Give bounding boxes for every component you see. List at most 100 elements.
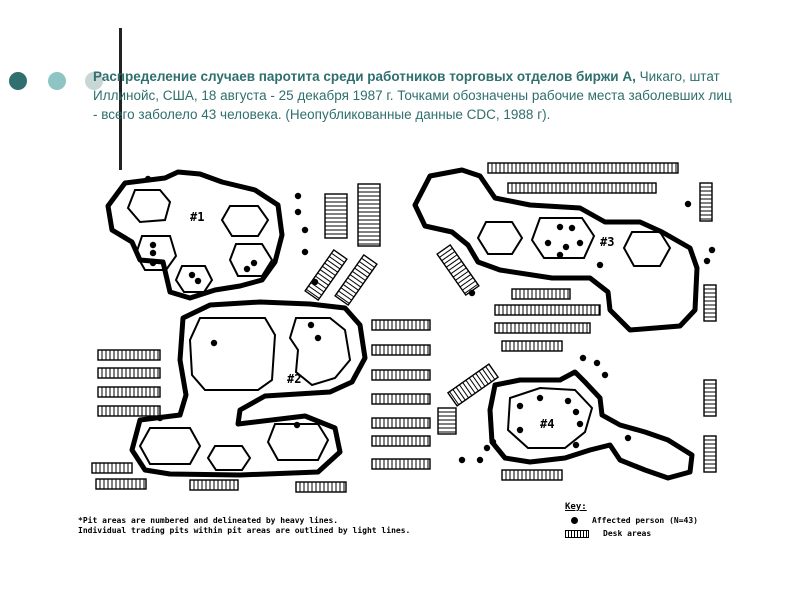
affected-person-dot <box>593 359 601 367</box>
desk-area <box>371 458 431 470</box>
desk-area <box>95 478 147 490</box>
bullet-dot-dark <box>9 72 27 90</box>
affected-person-dot <box>311 278 319 286</box>
affected-person-dot <box>458 456 466 464</box>
desk-area <box>371 435 431 447</box>
affected-person-dot <box>703 257 711 265</box>
vertical-rule <box>119 28 122 170</box>
desk-area-icon <box>565 529 589 538</box>
affected-person-dot <box>568 224 576 232</box>
affected-person-dot <box>596 261 604 269</box>
affected-person-dot <box>579 354 587 362</box>
affected-person-dot <box>556 251 564 259</box>
caption-text: Чикаго, штат Иллинойс, США, 18 августа -… <box>93 69 732 122</box>
map-footnote: *Pit areas are numbered and delineated b… <box>78 516 410 536</box>
affected-person-dot <box>483 444 491 452</box>
bullet-dot-medium <box>48 72 66 90</box>
desk-area <box>371 319 431 331</box>
affected-person-dot <box>562 243 570 251</box>
affected-person-dot <box>576 420 584 428</box>
affected-person-dot <box>468 289 476 297</box>
affected-person-dot <box>576 239 584 247</box>
key-desk-row: Desk areas <box>565 529 651 538</box>
affected-person-dot <box>572 441 580 449</box>
pit-label-3: #3 <box>600 235 614 249</box>
key-affected-row: Affected person (N=43) <box>565 516 698 525</box>
pit-label-1: #1 <box>190 210 204 224</box>
trading-pit <box>138 427 202 465</box>
desk-area <box>371 344 431 356</box>
affected-person-dot <box>301 248 309 256</box>
affected-person-dot <box>194 277 202 285</box>
key-desk-label: Desk areas <box>603 529 652 538</box>
affected-person-dot <box>572 408 580 416</box>
trading-pit <box>220 205 270 237</box>
desk-area <box>507 182 657 194</box>
desk-area <box>494 322 591 334</box>
desk-area <box>97 405 161 417</box>
affected-person-dot <box>243 265 251 273</box>
affected-person-dot <box>188 271 196 279</box>
desk-area <box>436 243 480 297</box>
desk-area <box>97 367 161 379</box>
desk-area <box>97 349 161 361</box>
desk-area <box>501 340 563 352</box>
desk-area <box>357 183 381 247</box>
trading-pit <box>174 265 214 293</box>
pit-area-2-outline <box>129 299 368 478</box>
pit-area-4-outline <box>487 369 695 481</box>
desk-areas <box>91 162 717 493</box>
desk-area <box>334 253 378 307</box>
slide-caption: Распределение случаев паротита среди раб… <box>93 67 733 124</box>
affected-person-dot <box>516 426 524 434</box>
affected-person-dot <box>314 334 322 342</box>
map-footnote-line-2: Individual trading pits within pit areas… <box>78 526 411 535</box>
desk-area <box>446 363 500 407</box>
key-title: Key: <box>565 502 587 512</box>
affected-person-dot <box>536 394 544 402</box>
pit-label-2: #2 <box>287 372 301 386</box>
affected-person-dot <box>210 339 218 347</box>
trading-pit <box>188 317 277 391</box>
desk-area <box>295 481 347 493</box>
affected-person-dot <box>516 402 524 410</box>
caption-bold: Распределение случаев паротита среди раб… <box>93 69 636 84</box>
desk-area <box>371 417 431 429</box>
trading-pit <box>134 235 178 271</box>
affected-person-dot <box>476 456 484 464</box>
affected-person-dot <box>564 397 572 405</box>
affected-person-dot <box>250 259 258 267</box>
affected-person-dot <box>601 371 609 379</box>
map-footnote-line-1: *Pit areas are numbered and delineated b… <box>78 516 339 525</box>
key-affected-label: Affected person (N=43) <box>592 516 698 525</box>
desk-area <box>511 288 571 300</box>
desk-area <box>91 462 133 474</box>
bullet-dot-light <box>85 72 103 90</box>
pit-area-3-outline <box>412 167 700 333</box>
desk-area <box>699 182 713 222</box>
affected-person-dot <box>294 208 302 216</box>
trading-pit <box>228 243 274 277</box>
affected-person-dot <box>708 246 716 254</box>
affected-person-dot <box>544 239 552 247</box>
desk-area <box>703 435 717 473</box>
trading-pit <box>206 445 252 471</box>
affected-person-dot <box>293 421 301 429</box>
trading-pit <box>126 189 172 224</box>
trading-pit <box>622 231 672 267</box>
trading-pit <box>266 423 330 461</box>
affected-person-dot <box>156 414 164 422</box>
desk-area <box>494 304 601 316</box>
affected-person-dot <box>149 249 157 257</box>
affected-person-dot <box>294 192 302 200</box>
affected-person-dot <box>556 223 564 231</box>
desk-area <box>437 407 457 435</box>
affected-person-dot <box>301 226 309 234</box>
affected-person-dot <box>149 241 157 249</box>
desk-area <box>703 379 717 417</box>
trading-pit <box>530 217 596 259</box>
affected-person-dot <box>489 438 497 446</box>
trading-pit <box>288 317 352 387</box>
affected-person-dot <box>144 175 152 183</box>
